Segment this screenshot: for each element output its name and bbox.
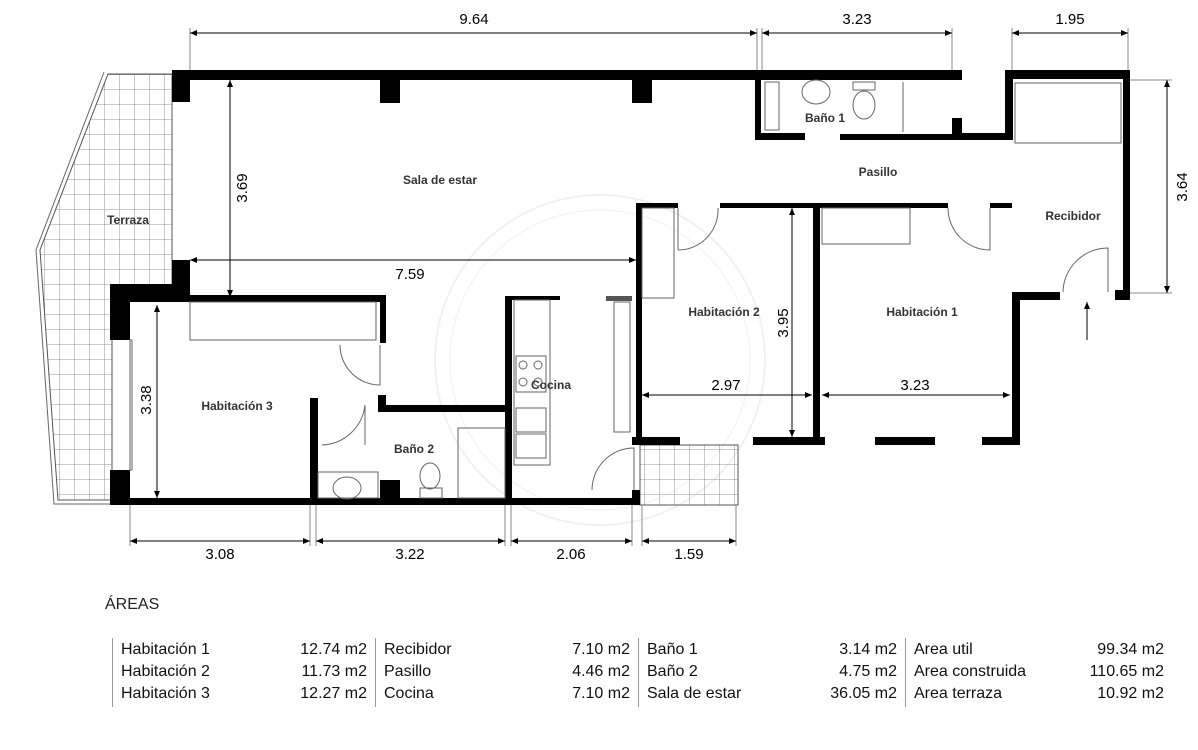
room-label-hab3: Habitación 3 — [201, 399, 273, 413]
areas-column: Recibidor 7.10 m2 Pasillo 4.46 m2 Cocina 7.… — [375, 638, 638, 707]
dim-hab2-height: 3.95 — [775, 308, 792, 337]
fixtures — [129, 79, 1122, 500]
areas-column: Area util 99.34 m2 Area construida 110.65 … — [905, 638, 1172, 707]
area-name: Baño 2 — [647, 663, 698, 680]
room-label-hab2: Habitación 2 — [688, 305, 760, 319]
areas-column: Habitación 1 12.74 m2 Habitación 2 11.73 m… — [112, 638, 375, 707]
room-label-terraza: Terraza — [107, 213, 149, 227]
area-value: 12.27 m2 — [300, 685, 367, 702]
area-value: 12.74 m2 — [300, 641, 367, 658]
area-value: 4.46 m2 — [572, 663, 630, 680]
area-name: Baño 1 — [647, 641, 698, 658]
small-terrace — [639, 444, 739, 506]
room-label-recibidor: Recibidor — [1045, 209, 1101, 223]
doors — [321, 207, 1109, 491]
room-label-bano2: Baño 2 — [394, 442, 434, 456]
area-value: 7.10 m2 — [572, 641, 630, 658]
dim-top-bano: 3.23 — [842, 11, 871, 28]
area-name: Pasillo — [384, 663, 432, 680]
area-value: 10.92 m2 — [1097, 685, 1164, 702]
area-name: Sala de estar — [647, 685, 742, 702]
dimension-lines — [129, 28, 1172, 546]
areas-column: Baño 1 3.14 m2 Baño 2 4.75 m2 Sala de esta… — [638, 638, 905, 707]
room-label-pasillo: Pasillo — [859, 165, 898, 179]
dim-hab1-width: 3.23 — [900, 377, 929, 394]
dim-bottom-terraza: 1.59 — [674, 546, 703, 563]
area-value: 99.34 m2 — [1097, 641, 1164, 658]
floor-plan: 9.64 3.23 1.95 3.64 3.69 7.59 3.38 3.95 … — [35, 11, 1191, 563]
area-name: Area construida — [914, 663, 1027, 680]
terraza-area — [39, 73, 173, 501]
area-value: 110.65 m2 — [1089, 663, 1164, 680]
room-label-bano1: Baño 1 — [805, 111, 845, 125]
dim-hab2-width: 2.97 — [711, 377, 740, 394]
area-name: Habitación 1 — [121, 641, 210, 658]
dim-bottom-bano2: 3.22 — [395, 546, 424, 563]
area-value: 11.73 m2 — [301, 663, 367, 680]
area-value: 7.10 m2 — [572, 685, 630, 702]
areas-table: Habitación 1 12.74 m2 Habitación 2 11.73 m… — [112, 638, 1172, 707]
area-name: Cocina — [384, 685, 434, 702]
watermark-logo — [434, 194, 766, 526]
walls — [110, 70, 1130, 505]
area-name: Habitación 2 — [121, 663, 210, 680]
area-value: 3.14 m2 — [839, 641, 897, 658]
room-label-hab1: Habitación 1 — [886, 305, 958, 319]
dim-sala-height: 3.69 — [234, 173, 251, 202]
areas-title: ÁREAS — [105, 596, 160, 613]
dim-bottom-hab3: 3.08 — [205, 546, 234, 563]
dim-bottom-cocina: 2.06 — [556, 546, 585, 563]
area-name: Area util — [914, 641, 973, 658]
dim-hab3-height: 3.38 — [138, 385, 155, 414]
area-value: 36.05 m2 — [830, 685, 897, 702]
area-name: Habitación 3 — [121, 685, 210, 702]
dim-right-recibidor: 3.64 — [1174, 172, 1191, 201]
area-name: Area terraza — [914, 685, 1003, 702]
room-label-sala: Sala de estar — [403, 173, 477, 187]
dim-top-sala: 9.64 — [459, 11, 488, 28]
area-value: 4.75 m2 — [839, 663, 897, 680]
dim-top-recibidor: 1.95 — [1055, 11, 1084, 28]
area-name: Recibidor — [384, 641, 452, 658]
room-label-cocina: Cocina — [531, 378, 571, 392]
dim-sala-width: 7.59 — [395, 266, 424, 283]
